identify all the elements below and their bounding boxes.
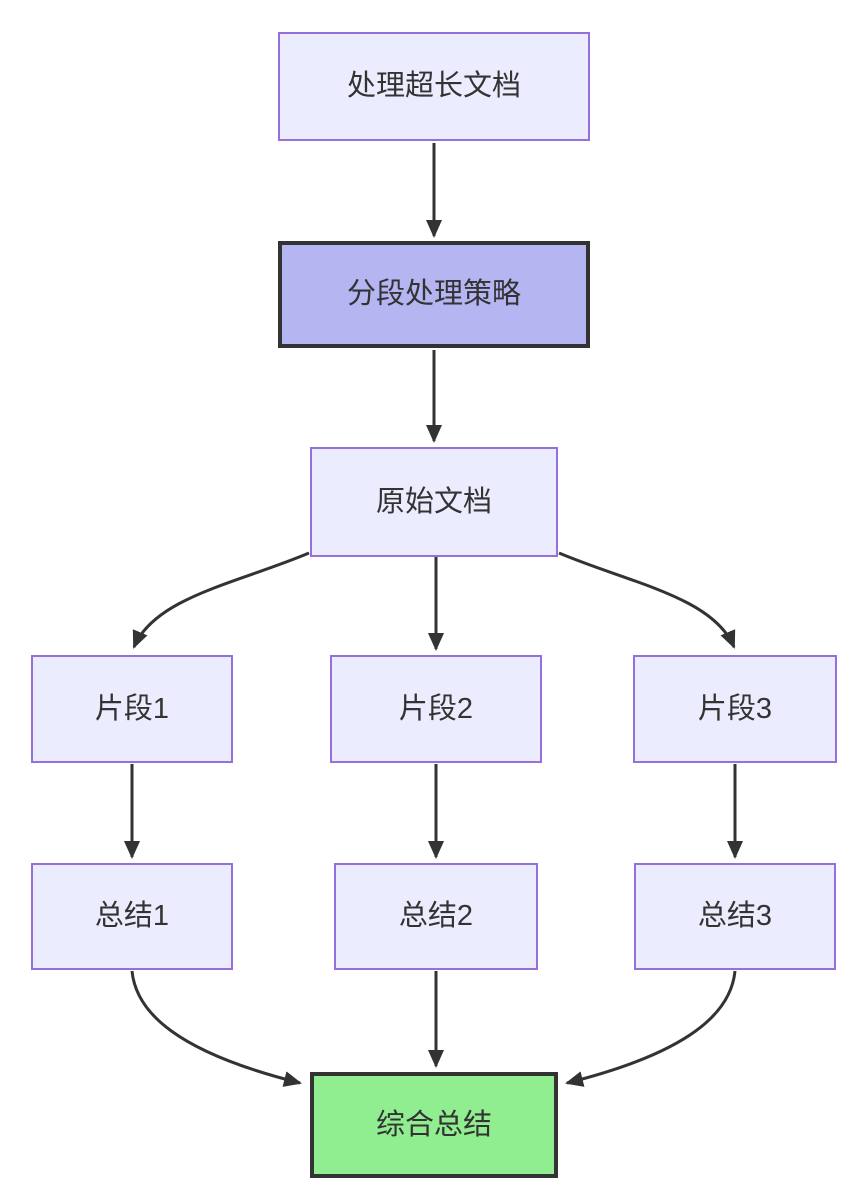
node-fragment-3: 片段3: [633, 655, 837, 763]
node-fragment-1: 片段1: [31, 655, 233, 763]
edge-sum3-final: [565, 970, 737, 1087]
edge-source-frag3: [558, 551, 736, 649]
node-combined-summary: 综合总结: [310, 1072, 558, 1178]
node-segmentation-strategy: 分段处理策略: [278, 241, 590, 348]
node-fragment-2: 片段2: [330, 655, 542, 763]
node-original-document: 原始文档: [310, 447, 558, 557]
node-process-long-doc: 处理超长文档: [278, 32, 590, 141]
node-summary-3: 总结3: [634, 863, 836, 970]
edge-source-frag1: [132, 551, 310, 649]
node-summary-1: 总结1: [31, 863, 233, 970]
edge-sum1-final: [130, 970, 302, 1087]
node-summary-2: 总结2: [334, 863, 538, 970]
